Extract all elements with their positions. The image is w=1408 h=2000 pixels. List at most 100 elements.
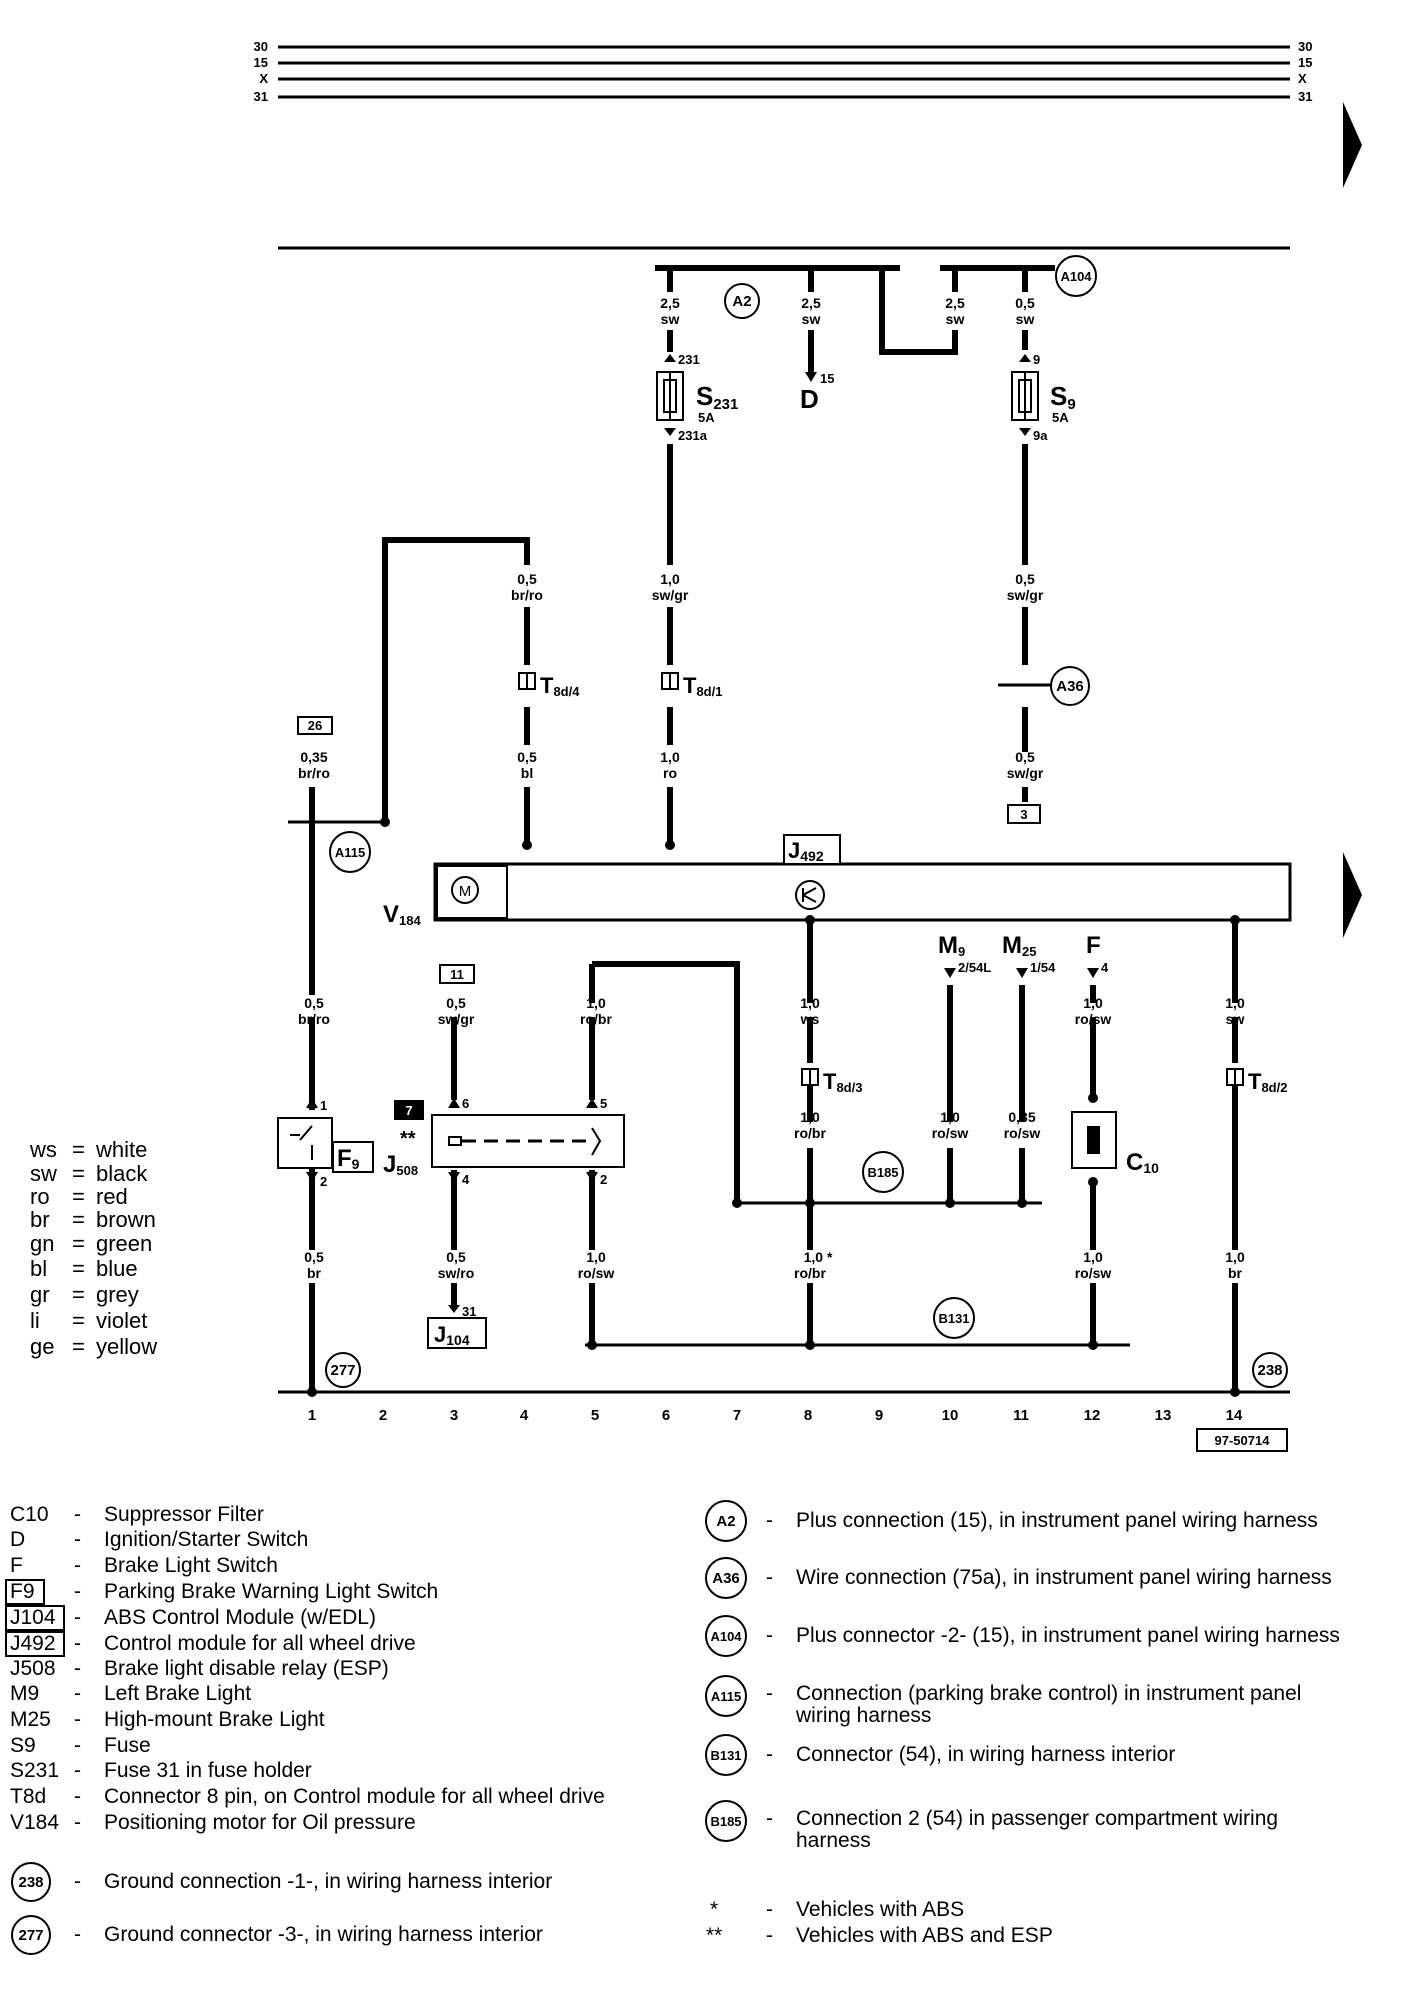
b131-dot-col8 [805, 1340, 815, 1350]
t8d4-connector [518, 672, 536, 690]
w6-mid-size: 1,0 [660, 749, 680, 765]
g238-connection-label: 238 [1257, 1362, 1282, 1379]
col-2: 2 [379, 1407, 387, 1424]
legend-dash: - [74, 1606, 81, 1629]
box-3 [1007, 804, 1041, 824]
legend-conn-desc-cont: harness [796, 1829, 871, 1852]
w11-mid-color: sw/gr [1007, 765, 1044, 781]
legend-conn-desc: Plus connection (15), in instrument pane… [796, 1509, 1318, 1532]
legend-ground-code: 277 [18, 1927, 43, 1944]
color-eq: = [72, 1231, 85, 1256]
w11-top-size: 0,5 [1015, 571, 1035, 587]
legend-dash: - [766, 1898, 773, 1921]
legend-dash: - [74, 1657, 81, 1680]
legend-conn-circle [705, 1557, 747, 1599]
legend-desc: ABS Control Module (w/EDL) [104, 1606, 376, 1629]
w10-low-color: ro/sw [932, 1125, 969, 1141]
legend-conn-desc: Connection 2 (54) in passenger compartme… [796, 1807, 1278, 1830]
connection-legend: A2 - Plus connection (15), in instrument… [705, 1500, 1340, 1947]
j508-pin-2: 2 [600, 1172, 607, 1187]
rail-label-x-left: X [259, 71, 268, 86]
a36-connection-circle [1050, 666, 1090, 706]
color-legend: ws=white sw=black ro=red br=brown gn=gre… [29, 1137, 157, 1359]
g277-connection-circle [325, 1352, 361, 1388]
legend-code: T8d [10, 1785, 46, 1808]
j492-pin-col4 [522, 840, 532, 850]
legend-conn-code: A2 [716, 1513, 735, 1530]
m9-label: M9 [938, 932, 965, 959]
v184-label: V184 [383, 901, 421, 928]
f9-pin-1: 1 [320, 1098, 327, 1113]
legend-desc: Fuse [104, 1734, 151, 1757]
fuse-s231 [656, 371, 684, 421]
a2-connection-circle [724, 283, 760, 319]
s231-pin-out: 231a [678, 428, 708, 443]
d-wire-color: sw [802, 311, 821, 327]
b131-dot-col12 [1088, 1340, 1098, 1350]
f-pin-arrow [1087, 968, 1099, 978]
upper-wires [667, 268, 1028, 372]
a104-connection-circle [1055, 255, 1097, 297]
legend-conn-code: A104 [710, 1629, 742, 1644]
legend-code: S231 [10, 1759, 59, 1782]
w4-top-size: 0,5 [517, 571, 537, 587]
b185-dot-col11 [1017, 1198, 1027, 1208]
legend-code-box [5, 1579, 45, 1605]
t8d4-label: T8d/4 [540, 673, 580, 699]
color-code-bl: bl [30, 1256, 47, 1281]
legend-note-desc: Vehicles with ABS and ESP [796, 1924, 1053, 1947]
j508-box-7 [394, 1100, 424, 1120]
m25-label: M25 [1002, 932, 1036, 959]
s9-pin-arrow-out [1019, 428, 1031, 436]
column-numbers: 1 2 3 4 5 6 7 8 9 10 11 12 13 14 [308, 1407, 1243, 1424]
legend-code: F [10, 1554, 23, 1577]
b131-connection-circle [933, 1297, 975, 1339]
s231-name: S231 [696, 381, 738, 413]
color-eq: = [72, 1161, 85, 1186]
legend-code: M9 [10, 1682, 39, 1705]
w8-low-size: 1,0 [800, 1109, 820, 1125]
w14-bot-color: br [1228, 1265, 1243, 1281]
j508-pin-arrow-4 [448, 1172, 460, 1182]
j492-pin-col6 [665, 840, 675, 850]
b185-connection-circle [862, 1151, 904, 1193]
legend-dash: - [74, 1785, 81, 1808]
a115-connection-circle [329, 831, 371, 873]
b185-dot-col7 [732, 1198, 742, 1208]
w5-mid-color: ro/br [580, 1011, 612, 1027]
a2-connection-label: A2 [732, 293, 751, 310]
legend-conn-desc: Connector (54), in wiring harness interi… [796, 1743, 1175, 1766]
color-name-li: violet [96, 1308, 147, 1333]
color-name-bl: blue [96, 1256, 138, 1281]
color-eq: = [72, 1282, 85, 1307]
legend-conn-code: A36 [712, 1570, 740, 1587]
w11-mid-size: 0,5 [1015, 749, 1035, 765]
v184-motor-m: M [459, 883, 472, 900]
t8d2-connector [1226, 1068, 1244, 1086]
w8-bot-size: 1,0 * [804, 1249, 833, 1265]
col-9: 9 [875, 1407, 883, 1424]
legend-conn-circle [705, 1615, 747, 1657]
box-11-label: 11 [450, 967, 464, 982]
j508-pin-arrow-6 [448, 1098, 460, 1108]
a2-wire-size: 2,5 [660, 295, 680, 311]
col-11: 11 [1013, 1407, 1029, 1424]
w5-mid-size: 1,0 [586, 995, 606, 1011]
color-code-br: br [30, 1207, 50, 1232]
m9-pin-arrow [944, 968, 956, 978]
w8-mid-size: 1,0 [800, 995, 820, 1011]
a2-wire-color: sw [661, 311, 680, 327]
m25-pin: 1/54 [1030, 960, 1056, 975]
a115-splice-dot [380, 817, 390, 827]
a36-connection-label: A36 [1056, 678, 1084, 695]
j508-stars: ** [400, 1128, 416, 1150]
f-pin: 4 [1101, 960, 1109, 975]
c10-dot-bottom [1088, 1177, 1098, 1187]
color-name-gr: grey [96, 1282, 139, 1307]
w6-top-size: 1,0 [660, 571, 680, 587]
color-code-gr: gr [30, 1282, 50, 1307]
legend-note-mark: ** [706, 1924, 722, 1947]
f9-switch-symbol [290, 1125, 313, 1160]
d-component-label: D [800, 384, 819, 414]
